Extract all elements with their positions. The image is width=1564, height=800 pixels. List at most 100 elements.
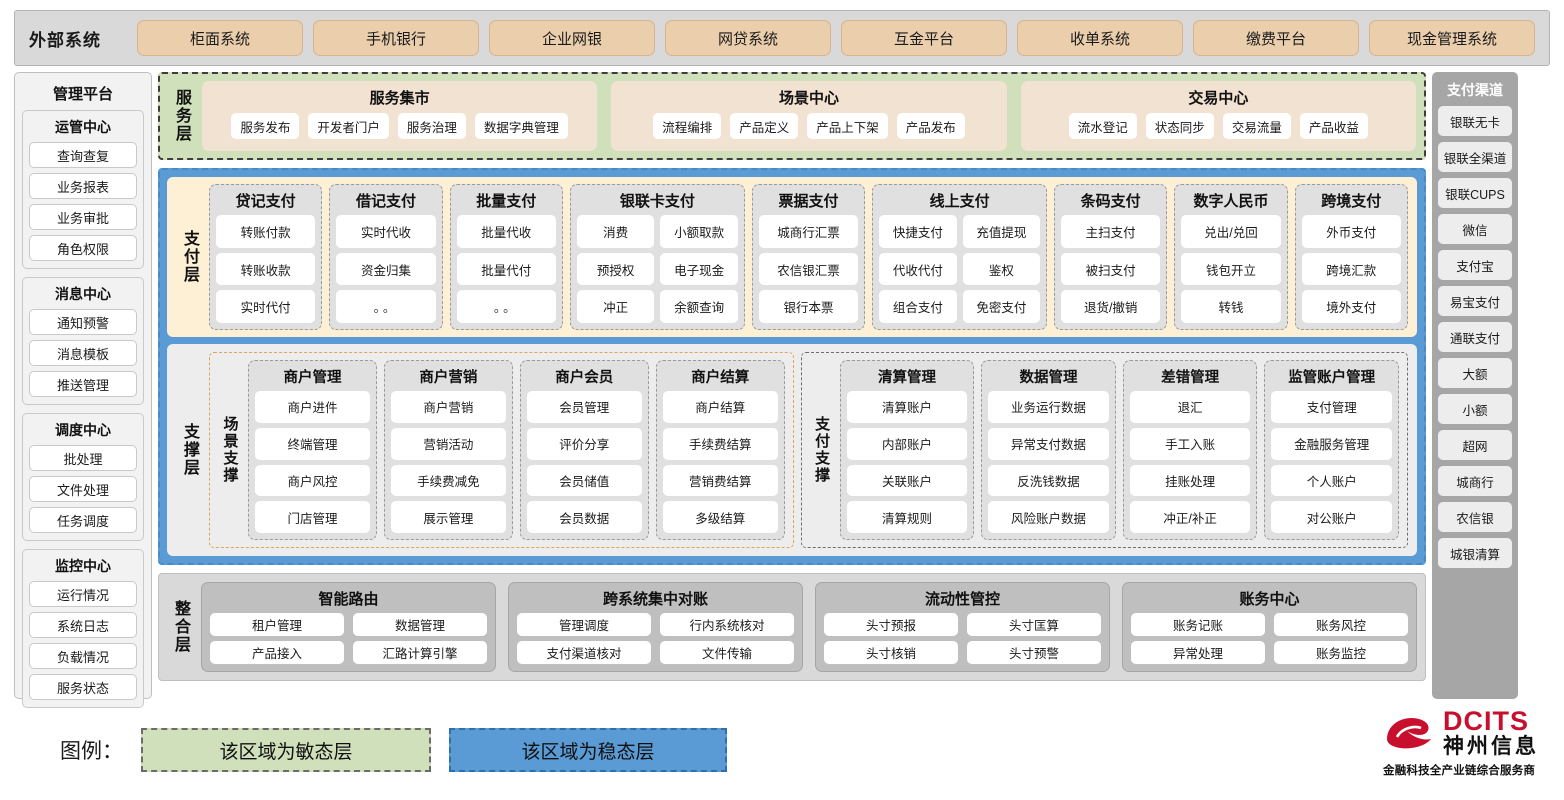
integration-cell[interactable]: 账务监控 <box>1274 641 1408 664</box>
management-item[interactable]: 通知预警 <box>29 309 137 335</box>
external-system-chip[interactable]: 收单系统 <box>1017 20 1183 56</box>
support-cell[interactable]: 门店管理 <box>255 501 370 533</box>
integration-cell[interactable]: 数据管理 <box>353 613 487 636</box>
integration-cell[interactable]: 头寸预报 <box>824 613 958 636</box>
payment-channel-item[interactable]: 小额 <box>1438 394 1512 424</box>
integration-cell[interactable]: 管理调度 <box>517 613 651 636</box>
payment-channel-item[interactable]: 超网 <box>1438 430 1512 460</box>
integration-cell[interactable]: 行内系统核对 <box>660 613 794 636</box>
support-cell[interactable]: 关联账户 <box>846 464 968 497</box>
payment-channel-item[interactable]: 银联无卡 <box>1438 106 1512 136</box>
support-cell[interactable]: 终端管理 <box>255 427 370 460</box>
payment-channel-item[interactable]: 城商行 <box>1438 466 1512 496</box>
management-item[interactable]: 消息模板 <box>29 340 137 366</box>
integration-cell[interactable]: 文件传输 <box>660 641 794 664</box>
service-chip[interactable]: 产品定义 <box>730 113 799 139</box>
support-cell[interactable]: 营销费结算 <box>662 464 778 497</box>
integration-cell[interactable]: 账务记账 <box>1131 613 1265 636</box>
external-system-chip[interactable]: 缴费平台 <box>1193 20 1359 56</box>
payment-cell[interactable]: 主扫支付 <box>1061 215 1161 248</box>
payment-cell[interactable]: 批量代付 <box>456 252 556 286</box>
external-system-chip[interactable]: 柜面系统 <box>137 20 303 56</box>
support-cell[interactable]: 会员管理 <box>526 391 642 423</box>
support-cell[interactable]: 手工入账 <box>1129 427 1251 460</box>
integration-cell[interactable]: 汇路计算引擎 <box>353 641 487 664</box>
payment-cell[interactable]: 快捷支付 <box>879 215 957 248</box>
service-chip[interactable]: 产品收益 <box>1299 113 1368 139</box>
payment-channel-item[interactable]: 农信银 <box>1438 502 1512 532</box>
service-chip[interactable]: 开发者门户 <box>308 113 389 139</box>
support-cell[interactable]: 会员储值 <box>526 464 642 497</box>
payment-cell[interactable]: 预授权 <box>576 252 655 286</box>
payment-channel-item[interactable]: 支付宝 <box>1438 250 1512 280</box>
support-cell[interactable]: 会员数据 <box>526 501 642 533</box>
external-system-chip[interactable]: 现金管理系统 <box>1369 20 1535 56</box>
payment-cell[interactable]: 资金归集 <box>336 252 436 286</box>
payment-cell[interactable]: 退货/撤销 <box>1061 290 1161 324</box>
payment-cell[interactable]: 农信银汇票 <box>758 252 859 286</box>
payment-cell[interactable]: 。。 <box>336 290 436 324</box>
integration-cell[interactable]: 头寸核销 <box>824 641 958 664</box>
payment-cell[interactable]: 被扫支付 <box>1061 252 1161 286</box>
external-system-chip[interactable]: 网贷系统 <box>665 20 831 56</box>
service-chip[interactable]: 产品上下架 <box>807 113 888 139</box>
payment-channel-item[interactable]: 银联全渠道 <box>1438 142 1512 172</box>
payment-cell[interactable]: 组合支付 <box>879 290 957 324</box>
support-cell[interactable]: 个人账户 <box>1271 464 1392 497</box>
management-item[interactable]: 运行情况 <box>29 581 137 607</box>
integration-cell[interactable]: 头寸匡算 <box>967 613 1101 636</box>
management-item[interactable]: 服务状态 <box>29 674 137 700</box>
support-cell[interactable]: 展示管理 <box>390 501 506 533</box>
support-cell[interactable]: 清算规则 <box>846 501 968 533</box>
management-item[interactable]: 业务报表 <box>29 173 137 199</box>
support-cell[interactable]: 金融服务管理 <box>1271 427 1392 460</box>
management-item[interactable]: 推送管理 <box>29 371 137 397</box>
support-cell[interactable]: 商户结算 <box>662 391 778 423</box>
service-chip[interactable]: 产品发布 <box>896 113 965 139</box>
payment-cell[interactable]: 消费 <box>576 215 655 248</box>
payment-cell[interactable]: 外币支付 <box>1301 215 1401 248</box>
payment-cell[interactable]: 充值提现 <box>962 215 1041 248</box>
service-chip[interactable]: 服务治理 <box>397 113 466 139</box>
payment-cell[interactable]: 境外支付 <box>1301 290 1401 324</box>
external-system-chip[interactable]: 企业网银 <box>489 20 655 56</box>
payment-channel-item[interactable]: 易宝支付 <box>1438 286 1512 316</box>
support-cell[interactable]: 评价分享 <box>526 427 642 460</box>
service-chip[interactable]: 交易流量 <box>1222 113 1291 139</box>
support-cell[interactable]: 多级结算 <box>662 501 778 533</box>
payment-channel-item[interactable]: 通联支付 <box>1438 322 1512 352</box>
payment-cell[interactable]: 转钱 <box>1181 290 1281 324</box>
integration-cell[interactable]: 账务风控 <box>1274 613 1408 636</box>
support-cell[interactable]: 挂账处理 <box>1129 464 1251 497</box>
payment-cell[interactable]: 转账收款 <box>216 252 316 286</box>
support-cell[interactable]: 对公账户 <box>1271 501 1392 533</box>
support-cell[interactable]: 营销活动 <box>390 427 506 460</box>
management-item[interactable]: 业务审批 <box>29 204 137 230</box>
support-cell[interactable]: 退汇 <box>1129 391 1251 423</box>
payment-cell[interactable]: 冲正 <box>576 290 655 324</box>
payment-cell[interactable]: 实时代付 <box>216 290 316 324</box>
service-chip[interactable]: 服务发布 <box>231 113 300 139</box>
service-chip[interactable]: 流水登记 <box>1068 113 1137 139</box>
payment-cell[interactable]: 跨境汇款 <box>1301 252 1401 286</box>
payment-cell[interactable]: 实时代收 <box>336 215 436 248</box>
service-chip[interactable]: 状态同步 <box>1145 113 1214 139</box>
payment-cell[interactable]: 电子现金 <box>660 252 738 286</box>
integration-cell[interactable]: 异常处理 <box>1131 641 1265 664</box>
integration-cell[interactable]: 头寸预警 <box>967 641 1101 664</box>
payment-channel-item[interactable]: 城银清算 <box>1438 538 1512 568</box>
payment-channel-item[interactable]: 银联CUPS <box>1438 178 1512 208</box>
external-system-chip[interactable]: 手机银行 <box>313 20 479 56</box>
payment-cell[interactable]: 余额查询 <box>660 290 738 324</box>
support-cell[interactable]: 清算账户 <box>846 391 968 423</box>
payment-cell[interactable]: 转账付款 <box>216 215 316 248</box>
service-chip[interactable]: 数据字典管理 <box>474 113 568 139</box>
support-cell[interactable]: 商户进件 <box>255 391 370 423</box>
payment-cell[interactable]: 批量代收 <box>456 215 556 248</box>
support-cell[interactable]: 业务运行数据 <box>988 391 1109 423</box>
payment-cell[interactable]: 免密支付 <box>962 290 1041 324</box>
integration-cell[interactable]: 支付渠道核对 <box>517 641 651 664</box>
support-cell[interactable]: 内部账户 <box>846 427 968 460</box>
support-cell[interactable]: 商户营销 <box>390 391 506 423</box>
management-item[interactable]: 批处理 <box>29 445 137 471</box>
